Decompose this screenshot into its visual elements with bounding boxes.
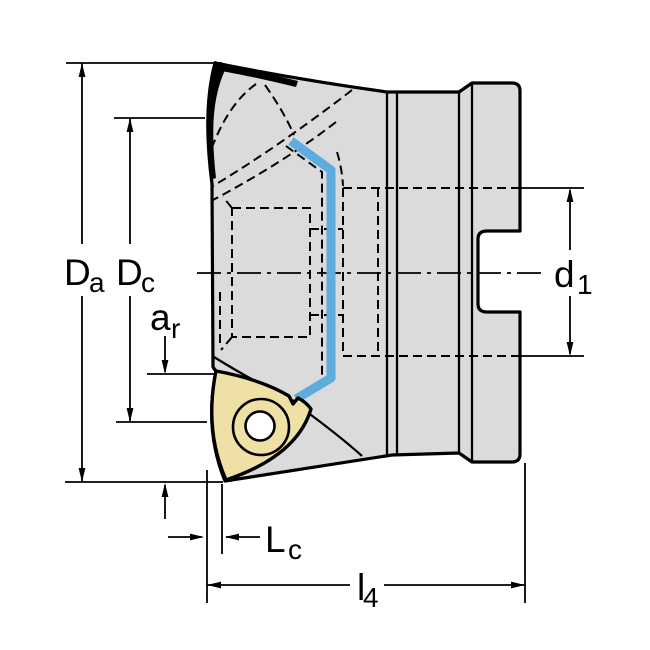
label-d1: d 1 bbox=[554, 254, 593, 300]
svg-text:c: c bbox=[141, 267, 155, 298]
hidden-arc-1 bbox=[210, 83, 257, 151]
svg-text:r: r bbox=[171, 313, 180, 344]
indexable-insert bbox=[210, 369, 313, 482]
pocket-flank-dashed bbox=[285, 145, 323, 380]
arrowhead-up bbox=[126, 118, 134, 132]
insert-screw-hole bbox=[244, 410, 276, 442]
label-ar: a r bbox=[150, 297, 180, 344]
insert-groove-ring bbox=[231, 397, 291, 457]
svg-text:c: c bbox=[288, 534, 302, 565]
label-l4: l 4 bbox=[357, 567, 379, 613]
arrowhead-down bbox=[126, 408, 134, 422]
svg-text:4: 4 bbox=[363, 582, 379, 613]
arrowhead-down bbox=[78, 468, 86, 482]
svg-text:a: a bbox=[150, 297, 171, 338]
dimension-d1: d 1 bbox=[554, 188, 593, 356]
pocket-rect-front bbox=[231, 207, 311, 338]
svg-text:D: D bbox=[64, 252, 91, 293]
svg-text:l: l bbox=[357, 567, 365, 608]
cutting-edge-band-top bbox=[214, 61, 298, 87]
hidden-arc-2 bbox=[212, 89, 353, 187]
dimension-Lc: L c bbox=[168, 519, 302, 565]
dimension-l4: l 4 bbox=[207, 567, 525, 613]
dimensions: D a D c a r bbox=[64, 62, 593, 613]
label-Da: D a bbox=[64, 252, 105, 298]
arrowhead-down bbox=[161, 360, 169, 374]
svg-text:L: L bbox=[265, 519, 286, 560]
pocket-elbow-dashed bbox=[336, 151, 344, 187]
svg-text:1: 1 bbox=[577, 269, 593, 300]
svg-text:a: a bbox=[89, 267, 105, 298]
hidden-arc-3 bbox=[212, 121, 337, 201]
dimension-ar: a r bbox=[150, 297, 180, 519]
arrowhead-right bbox=[190, 533, 204, 541]
label-Dc: D c bbox=[116, 252, 155, 298]
arrowhead-left bbox=[207, 581, 221, 589]
dimension-Dc: D c bbox=[116, 118, 155, 422]
arrowhead-left bbox=[225, 533, 239, 541]
svg-text:D: D bbox=[116, 252, 143, 293]
label-Lc: L c bbox=[265, 519, 302, 565]
arrowhead-down bbox=[566, 342, 574, 356]
cutter-body bbox=[206, 61, 522, 483]
dimension-Da: D a bbox=[64, 63, 105, 482]
hidden-geometry bbox=[210, 83, 520, 380]
cutting-edge-band-left bbox=[207, 63, 226, 180]
arrowhead-right bbox=[511, 581, 525, 589]
svg-text:d: d bbox=[554, 254, 575, 295]
arrowhead-up bbox=[78, 63, 86, 77]
arrowhead-up bbox=[161, 483, 169, 497]
hidden-arc-4 bbox=[264, 84, 295, 136]
cutting-edge-highlight bbox=[288, 137, 336, 403]
pocket-corner-tick-bottom bbox=[220, 336, 233, 351]
arrowhead-up bbox=[566, 188, 574, 202]
pocket-corner-tick-top bbox=[222, 196, 233, 209]
